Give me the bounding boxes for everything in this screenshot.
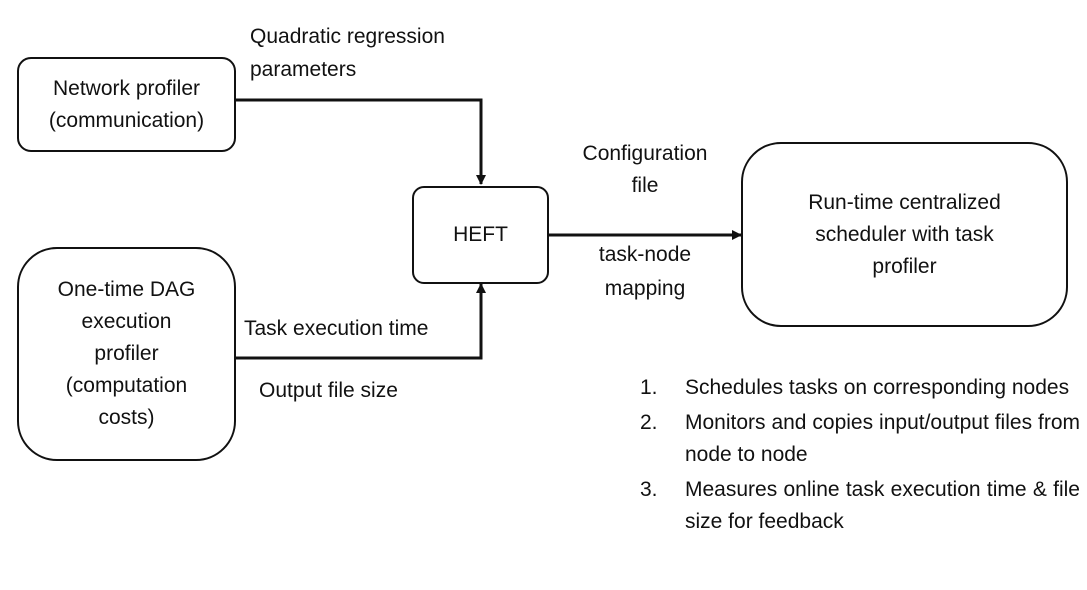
config-file-label-2: file	[631, 174, 659, 197]
dag-profiler-line-3: profiler	[94, 342, 159, 365]
mapping-label-2: mapping	[604, 277, 686, 300]
scheduler-step: 2. Monitors and copies input/output file…	[640, 407, 1080, 471]
scheduler-line-2: scheduler with task	[815, 222, 994, 246]
dag-profiler-line-2: execution	[81, 310, 172, 333]
mapping-label-1: task-node	[598, 243, 692, 266]
dag-profiler-line-1: One-time DAG	[57, 278, 196, 301]
dag-profiler-node: One-time DAG execution profiler (computa…	[17, 247, 236, 461]
task-exec-time-label: Task execution time	[244, 317, 429, 340]
step-number: 3.	[640, 478, 658, 501]
regression-label-2: parameters	[250, 58, 357, 81]
step-text: Monitors and copies input/output files f…	[685, 411, 1080, 466]
scheduler-steps-list: 1. Schedules tasks on corresponding node…	[640, 372, 1080, 541]
network-profiler-line-1: Network profiler	[52, 76, 201, 100]
step-number: 2.	[640, 411, 658, 434]
regression-label-1: Quadratic regression	[250, 25, 445, 48]
step-text: Measures online task execution time & fi…	[685, 478, 1080, 533]
config-file-label-1: Configuration	[582, 142, 708, 165]
network-profiler-node: Network profiler (communication)	[17, 57, 236, 152]
dag-profiler-line-4: (computation	[65, 374, 188, 397]
heft-label: HEFT	[453, 223, 508, 246]
scheduler-step: 3. Measures online task execution time &…	[640, 474, 1080, 538]
scheduler-line-3: profiler	[872, 254, 937, 278]
scheduler-node: Run-time centralized scheduler with task…	[741, 142, 1068, 327]
edge-network-to-heft	[236, 98, 486, 185]
network-profiler-line-2: (communication)	[48, 108, 205, 132]
step-number: 1.	[640, 376, 658, 399]
step-text: Schedules tasks on corresponding nodes	[685, 376, 1070, 399]
edge-dag-to-heft	[236, 283, 486, 360]
dag-profiler-line-5: costs)	[98, 406, 155, 429]
scheduler-step: 1. Schedules tasks on corresponding node…	[640, 372, 1080, 404]
output-file-size-label: Output file size	[259, 379, 398, 402]
scheduler-line-1: Run-time centralized	[808, 190, 1001, 214]
heft-node: HEFT	[412, 186, 549, 284]
